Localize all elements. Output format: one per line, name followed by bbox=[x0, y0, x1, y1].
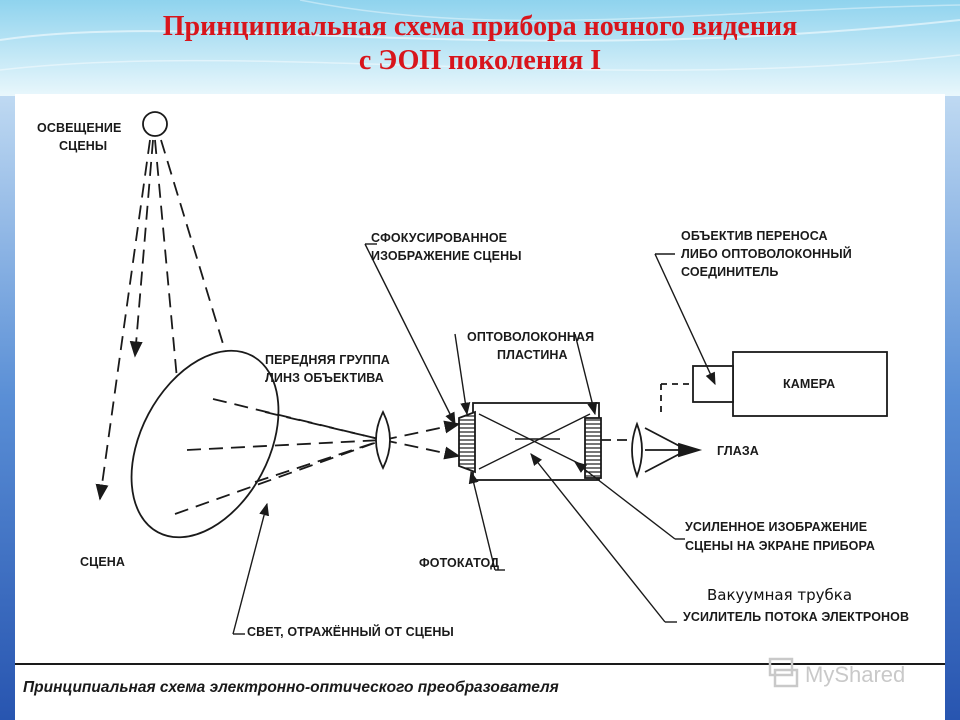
label-fiber-1: ОПТОВОЛОКОННАЯ bbox=[467, 330, 594, 344]
output-fiber-plate bbox=[584, 417, 602, 479]
reflected-ray bbox=[264, 411, 384, 441]
light-source-icon bbox=[142, 111, 168, 137]
slide-title: Принципиальная схема прибора ночного вид… bbox=[0, 10, 960, 78]
camera-body bbox=[732, 351, 888, 417]
label-scene: СЦЕНА bbox=[80, 555, 125, 569]
label-photocathode: ФОТОКАТОД bbox=[419, 556, 499, 570]
label-fiber-2: ПЛАСТИНА bbox=[497, 348, 568, 362]
label-eyes: ГЛАЗА bbox=[717, 444, 759, 458]
label-vacuum-tube: Вакуумная трубка bbox=[707, 586, 852, 604]
label-relay-2: ЛИБО ОПТОВОЛОКОННЫЙ bbox=[681, 246, 852, 261]
label-front-lens-2: ЛИНЗ ОБЪЕКТИВА bbox=[265, 371, 384, 385]
photocathode-plate bbox=[458, 410, 476, 474]
slide-title-line-1: Принципиальная схема прибора ночного вид… bbox=[162, 11, 798, 42]
label-intensified-1: УСИЛЕННОЕ ИЗОБРАЖЕНИЕ bbox=[685, 520, 867, 534]
illumination-ray bbox=[95, 139, 151, 501]
label-scene-lighting-2: СЦЕНЫ bbox=[59, 139, 107, 153]
reflected-ray bbox=[174, 439, 384, 515]
label-reflected-light: СВЕТ, ОТРАЖЁННЫЙ ОТ СЦЕНЫ bbox=[247, 624, 454, 639]
eye-icon bbox=[678, 442, 703, 458]
label-focused-1: СФОКУСИРОВАННОЕ bbox=[371, 231, 507, 245]
camera-lens bbox=[692, 365, 734, 403]
label-amplifier: УСИЛИТЕЛЬ ПОТОКА ЭЛЕКТРОНОВ bbox=[683, 610, 909, 624]
slide-title-line-2: с ЭОП поколения I bbox=[358, 45, 602, 76]
lens-output-ray bbox=[382, 420, 461, 441]
watermark-text: MyShared bbox=[805, 662, 905, 687]
label-camera: КАМЕРА bbox=[783, 377, 835, 391]
lens-output-ray bbox=[382, 439, 461, 460]
label-relay-1: ОБЪЕКТИВ ПЕРЕНОСА bbox=[681, 229, 828, 243]
diagram-caption: Принципиальная схема электронно-оптическ… bbox=[23, 679, 559, 696]
label-relay-3: СОЕДИНИТЕЛЬ bbox=[681, 265, 779, 279]
diagram-panel: ОСВЕЩЕНИЕ СЦЕНЫ СФОКУСИРОВАННОЕ ИЗОБРАЖЕ… bbox=[15, 94, 945, 720]
watermark: MyShared bbox=[768, 657, 905, 688]
front-lens-icon bbox=[375, 409, 391, 471]
label-focused-2: ИЗОБРАЖЕНИЕ СЦЕНЫ bbox=[371, 249, 522, 263]
label-scene-lighting-1: ОСВЕЩЕНИЕ bbox=[37, 121, 121, 135]
reflected-ray bbox=[186, 439, 384, 451]
label-intensified-2: СЦЕНЫ НА ЭКРАНЕ ПРИБОРА bbox=[685, 539, 875, 553]
eyepiece-lens-icon bbox=[631, 421, 643, 479]
label-front-lens-1: ПЕРЕДНЯЯ ГРУППА bbox=[265, 353, 390, 367]
night-vision-diagram: ОСВЕЩЕНИЕ СЦЕНЫ СФОКУСИРОВАННОЕ ИЗОБРАЖЕ… bbox=[15, 111, 945, 696]
illumination-ray bbox=[129, 139, 154, 358]
